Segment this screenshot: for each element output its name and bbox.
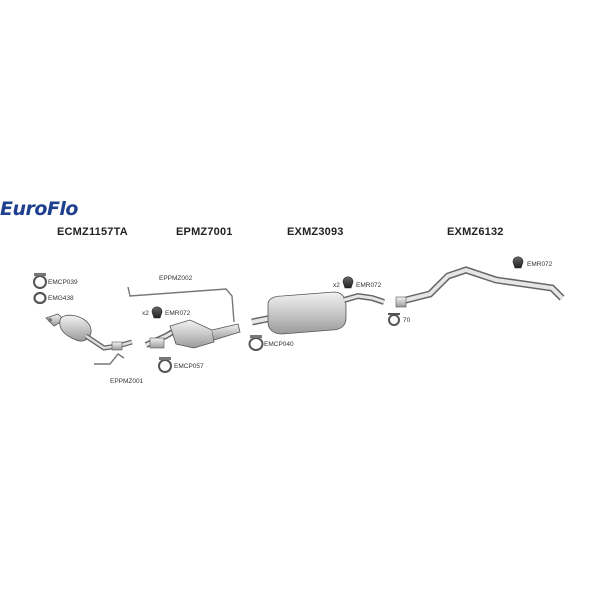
- emr072-rubber-icon-middle: [342, 276, 354, 289]
- label-emcp057: EMCP057: [174, 363, 204, 370]
- clamp-70-icon: [388, 313, 400, 326]
- label-emcp040: EMCP040: [264, 341, 294, 348]
- eppmz002-pipe: [127, 286, 235, 323]
- label-x2-left: x2: [142, 310, 149, 317]
- emcp040-clamp-icon: [248, 335, 264, 351]
- assembly-code-centre-silencer: EXMZ3093: [287, 226, 344, 238]
- logo-text-euro: Euro: [0, 198, 47, 220]
- label-eppmz001: EPPMZ001: [110, 378, 144, 385]
- assembly-code-catalyst: ECMZ1157TA: [57, 226, 128, 238]
- emr072-rubber-icon-left: [151, 306, 163, 319]
- assembly-code-front-pipe: EPMZ7001: [176, 226, 233, 238]
- label-emg438: EMG438: [48, 295, 74, 302]
- emg438-gasket-icon: [33, 291, 47, 305]
- label-emr072-left: EMR072: [165, 310, 191, 317]
- front-pipe: [144, 319, 241, 349]
- logo-text-flo: Flo: [46, 198, 79, 220]
- catalytic-converter: [45, 313, 133, 351]
- emcp039-clamp-icon: [33, 273, 47, 289]
- label-x2-right: x2: [333, 282, 340, 289]
- euroflo-logo: EuroFlo: [0, 198, 78, 220]
- label-eppmz002: EPPMZ002: [159, 275, 193, 282]
- rear-pipe: [395, 266, 565, 308]
- assembly-code-rear-pipe: EXMZ6132: [447, 226, 504, 238]
- eppmz001-pipe: [94, 353, 125, 365]
- label-emcp039: EMCP039: [48, 279, 78, 286]
- emr072-rubber-icon-right: [512, 256, 524, 269]
- label-emr072-middle: EMR072: [356, 282, 382, 289]
- centre-silencer: [251, 291, 385, 335]
- label-clamp-70: 70: [403, 317, 411, 324]
- label-emr072-right: EMR072: [527, 261, 553, 268]
- emcp057-clamp-icon: [158, 357, 172, 373]
